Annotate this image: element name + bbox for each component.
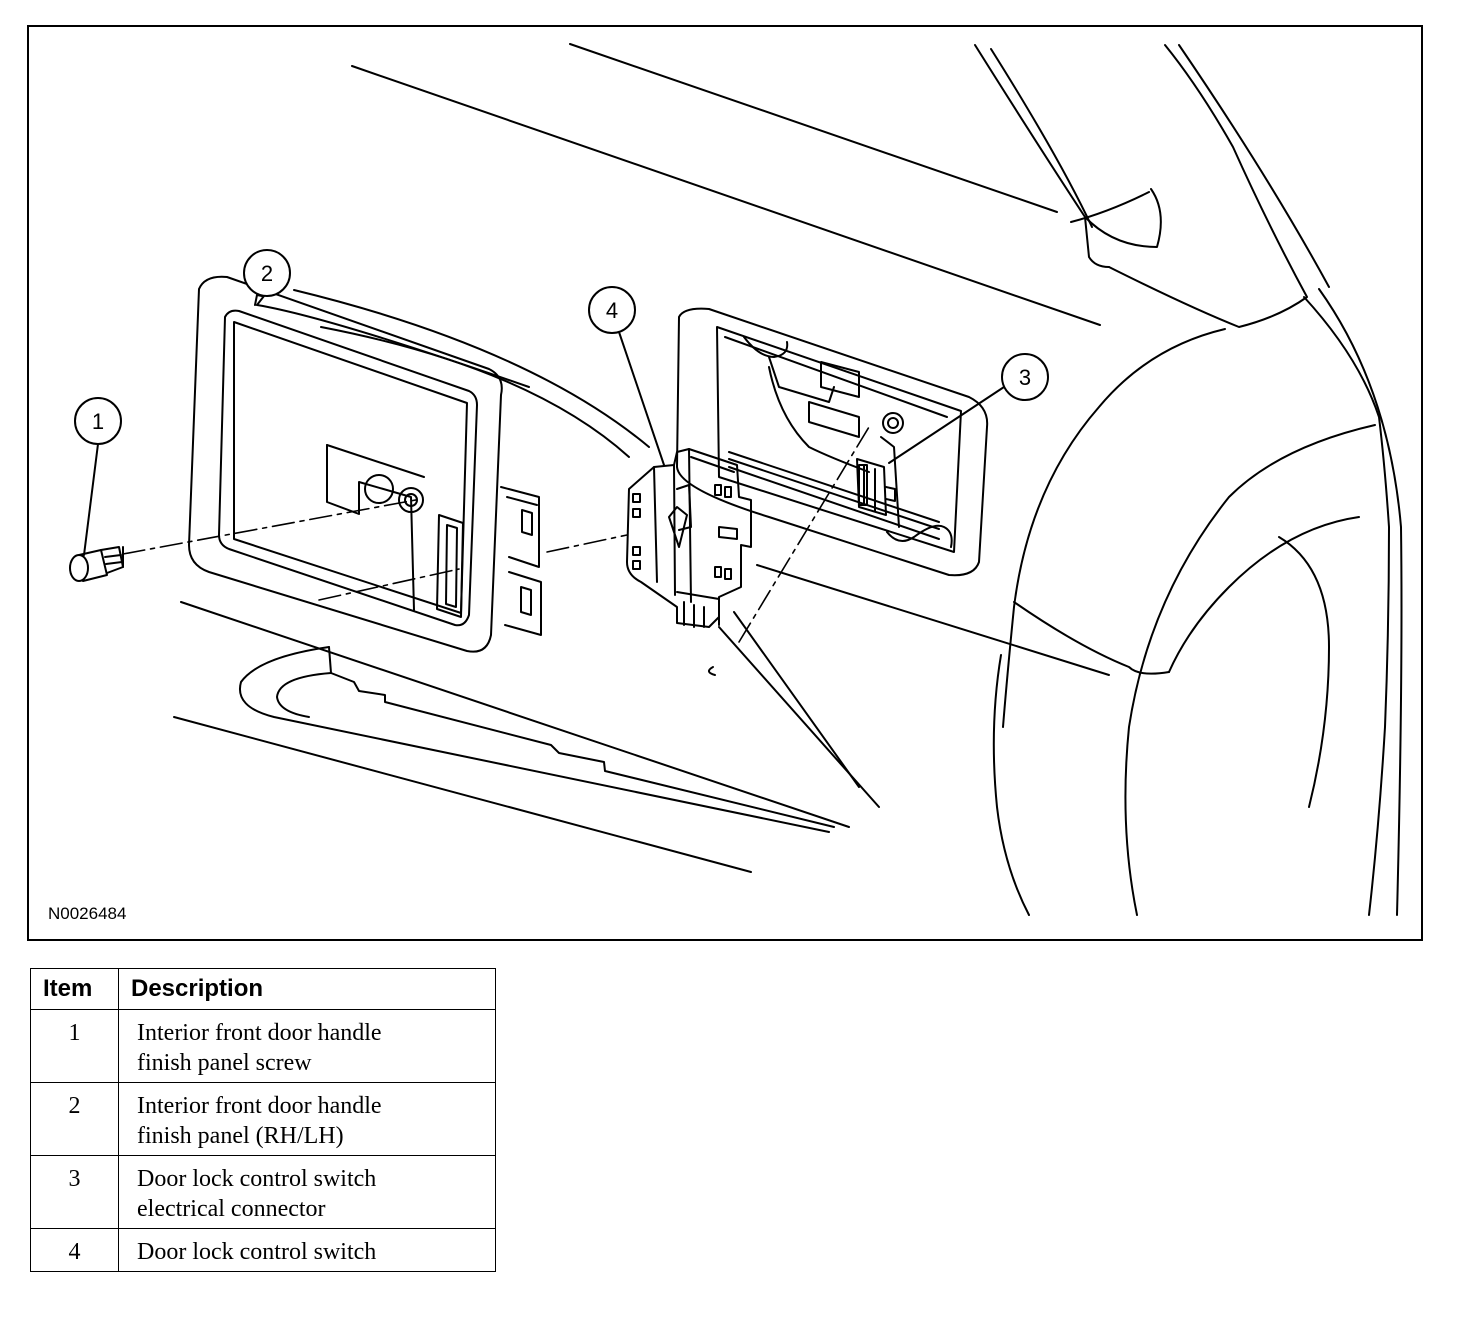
legend-item-number: 4 bbox=[30, 1228, 119, 1272]
legend-item-description: Door lock control switch bbox=[118, 1228, 496, 1272]
finish-panel bbox=[188, 275, 542, 653]
svg-text:2: 2 bbox=[261, 261, 273, 286]
description-line: Interior front door handle bbox=[137, 1020, 382, 1046]
legend-header-description: Description bbox=[118, 968, 496, 1010]
legend-table: Item Description 1 Interior front door h… bbox=[30, 968, 496, 1272]
door-body-lines bbox=[173, 43, 1403, 916]
legend-item-number: 3 bbox=[30, 1155, 119, 1229]
legend-row: 3 Door lock control switch electrical con… bbox=[30, 1155, 496, 1229]
callout-1: 1 bbox=[74, 397, 122, 556]
door-handle-recess bbox=[676, 307, 989, 577]
description-line: Interior front door handle bbox=[137, 1093, 382, 1119]
door-panel-illustration: 1 2 3 4 bbox=[69, 43, 1403, 916]
description-line: Door lock control switch bbox=[137, 1239, 377, 1265]
legend-item-number: 1 bbox=[30, 1009, 119, 1083]
description-line: electrical connector bbox=[137, 1196, 326, 1222]
callout-4: 4 bbox=[588, 286, 665, 466]
legend-header-row: Item Description bbox=[30, 968, 496, 1010]
svg-text:1: 1 bbox=[92, 409, 104, 434]
alignment-lines bbox=[122, 426, 870, 643]
electrical-connector bbox=[856, 458, 896, 516]
panel-screw bbox=[69, 546, 124, 582]
door-lock-switch bbox=[626, 448, 752, 676]
description-line: Door lock control switch bbox=[137, 1166, 377, 1192]
callout-2: 2 bbox=[243, 249, 530, 388]
legend-row: 4 Door lock control switch bbox=[30, 1228, 496, 1272]
legend-item-description: Door lock control switch electrical conne… bbox=[118, 1155, 496, 1229]
legend-item-description: Interior front door handle finish panel s… bbox=[118, 1009, 496, 1083]
svg-text:3: 3 bbox=[1019, 365, 1031, 390]
legend-header-item: Item bbox=[30, 968, 119, 1010]
callout-3: 3 bbox=[888, 353, 1049, 464]
description-line: finish panel screw bbox=[137, 1050, 312, 1076]
description-line: finish panel (RH/LH) bbox=[137, 1123, 344, 1149]
figure-id: N0026484 bbox=[48, 904, 127, 923]
svg-text:4: 4 bbox=[606, 298, 618, 323]
legend-item-description: Interior front door handle finish panel (… bbox=[118, 1082, 496, 1156]
legend-item-number: 2 bbox=[30, 1082, 119, 1156]
exploded-view-figure: 1 2 3 4 N0026484 bbox=[27, 25, 1423, 941]
legend-row: 2 Interior front door handle finish panel… bbox=[30, 1082, 496, 1156]
legend-row: 1 Interior front door handle finish panel… bbox=[30, 1009, 496, 1083]
